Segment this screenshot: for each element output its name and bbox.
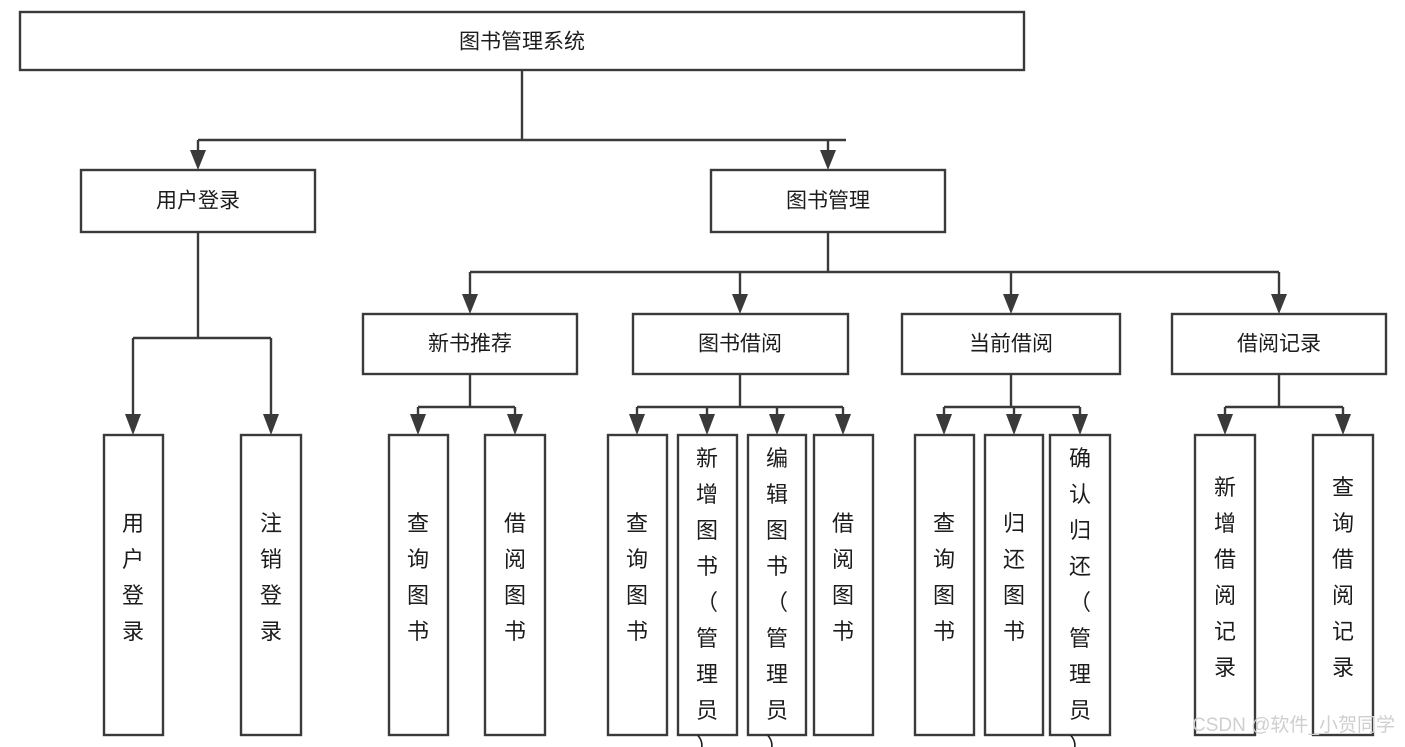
arrow-head-user-login	[190, 150, 206, 170]
arrow-head-leaf-confirm-return-admin	[1072, 414, 1088, 435]
node-leaf-user-logout-box[interactable]	[239, 433, 303, 737]
node-layer: 图书管理系统 用户登录 图书管理 新书推荐 图书借阅 当前	[18, 10, 1388, 747]
node-current-borrow-box[interactable]	[900, 312, 1122, 376]
node-new-book-recommend[interactable]: 新书推荐	[361, 312, 579, 376]
node-leaf-edit-book-admin-box[interactable]	[746, 433, 808, 737]
node-leaf-add-book-admin-label: 新增图书（管理员）	[696, 446, 718, 747]
node-user-login-box[interactable]	[79, 168, 317, 234]
node-root-box[interactable]	[18, 10, 1026, 72]
node-leaf-borrow-book-borrow-box[interactable]	[812, 433, 875, 737]
node-leaf-user-logout-label: 注销登录	[260, 511, 282, 644]
node-leaf-user-login-box[interactable]	[102, 433, 165, 737]
node-leaf-confirm-return-admin-box[interactable]	[1048, 433, 1112, 737]
arrow-head-book-management	[820, 150, 836, 170]
node-leaf-add-borrow-record[interactable]: 新增借阅记录	[1193, 433, 1257, 737]
node-user-login[interactable]: 用户登录	[79, 168, 317, 234]
arrow-head-leaf-borrow-book-borrow	[835, 414, 851, 435]
arrow-head-leaf-user-logout	[263, 414, 279, 435]
node-book-borrow-box[interactable]	[631, 312, 850, 376]
node-leaf-confirm-return-admin-label: 确认归还（管理员）	[1069, 446, 1091, 747]
node-leaf-add-borrow-record-box[interactable]	[1193, 433, 1257, 737]
node-leaf-user-logout[interactable]: 注销登录	[239, 433, 303, 737]
node-leaf-query-borrow-record[interactable]: 查询借阅记录	[1311, 433, 1375, 737]
arrow-head-leaf-borrow-book-recommend	[507, 414, 523, 435]
node-leaf-user-login-label: 用户登录	[122, 511, 144, 644]
arrow-head-leaf-query-book-borrow	[629, 414, 645, 435]
node-leaf-borrow-book-recommend-box[interactable]	[483, 433, 547, 737]
node-root-label: 图书管理系统	[459, 31, 585, 54]
arrow-head-new-book-recommend	[462, 294, 478, 314]
node-leaf-return-book[interactable]: 归还图书	[983, 433, 1045, 737]
arrow-head-book-borrow	[732, 294, 748, 314]
arrow-head-leaf-edit-book-admin	[769, 414, 785, 435]
node-leaf-query-book-borrow-box[interactable]	[606, 433, 669, 737]
node-leaf-confirm-return-admin[interactable]: 确认归还（管理员）	[1048, 433, 1112, 747]
node-root[interactable]: 图书管理系统	[18, 10, 1026, 72]
node-leaf-edit-book-admin[interactable]: 编辑图书（管理员）	[746, 433, 808, 747]
arrow-head-leaf-add-borrow-record	[1217, 414, 1233, 435]
arrow-head-current-borrow	[1003, 294, 1019, 314]
arrow-head-leaf-user-login	[125, 414, 141, 435]
arrow-head-leaf-add-book-admin	[699, 414, 715, 435]
node-borrow-record-box[interactable]	[1170, 312, 1388, 376]
arrow-head-leaf-query-book-current	[936, 414, 952, 435]
node-leaf-borrow-book-borrow[interactable]: 借阅图书	[812, 433, 875, 737]
node-new-book-recommend-box[interactable]	[361, 312, 579, 376]
node-book-management-label: 图书管理	[786, 190, 870, 213]
arrow-head-leaf-return-book	[1006, 414, 1022, 435]
node-leaf-query-borrow-record-label: 查询借阅记录	[1332, 475, 1354, 680]
node-leaf-query-book-current-label: 查询图书	[933, 511, 955, 644]
node-leaf-query-book-current[interactable]: 查询图书	[913, 433, 976, 737]
node-leaf-query-book-current-box[interactable]	[913, 433, 976, 737]
node-leaf-edit-book-admin-label: 编辑图书（管理员）	[766, 446, 788, 747]
node-book-borrow-label: 图书借阅	[698, 333, 782, 356]
node-current-borrow-label: 当前借阅	[969, 333, 1053, 356]
node-leaf-user-login[interactable]: 用户登录	[102, 433, 165, 737]
connector-layer	[125, 70, 1351, 435]
node-borrow-record[interactable]: 借阅记录	[1170, 312, 1388, 376]
node-book-management[interactable]: 图书管理	[709, 168, 947, 234]
node-leaf-add-book-admin[interactable]: 新增图书（管理员）	[676, 433, 739, 747]
arrow-head-leaf-query-book-recommend	[410, 414, 426, 435]
arrow-head-leaf-query-borrow-record	[1335, 414, 1351, 435]
node-leaf-return-book-label: 归还图书	[1003, 511, 1025, 644]
node-leaf-borrow-book-recommend[interactable]: 借阅图书	[483, 433, 547, 737]
node-leaf-add-book-admin-box[interactable]	[676, 433, 739, 737]
node-current-borrow[interactable]: 当前借阅	[900, 312, 1122, 376]
node-leaf-query-book-recommend-label: 查询图书	[407, 511, 429, 644]
node-book-management-box[interactable]	[709, 168, 947, 234]
node-book-borrow[interactable]: 图书借阅	[631, 312, 850, 376]
node-leaf-add-borrow-record-label: 新增借阅记录	[1214, 475, 1236, 680]
node-leaf-query-book-recommend[interactable]: 查询图书	[387, 433, 450, 737]
node-leaf-return-book-box[interactable]	[983, 433, 1045, 737]
node-leaf-query-book-recommend-box[interactable]	[387, 433, 450, 737]
node-borrow-record-label: 借阅记录	[1237, 333, 1321, 356]
node-leaf-query-borrow-record-box[interactable]	[1311, 433, 1375, 737]
csdn-watermark: CSDN @软件_小贺同学	[1192, 714, 1395, 736]
node-leaf-query-book-borrow-label: 查询图书	[626, 511, 648, 644]
node-new-book-recommend-label: 新书推荐	[428, 333, 512, 356]
node-leaf-query-book-borrow[interactable]: 查询图书	[606, 433, 669, 737]
arrow-head-borrow-record	[1271, 294, 1287, 314]
node-leaf-borrow-book-recommend-label: 借阅图书	[504, 511, 526, 644]
node-user-login-label: 用户登录	[156, 190, 240, 213]
node-leaf-borrow-book-borrow-label: 借阅图书	[832, 511, 854, 644]
